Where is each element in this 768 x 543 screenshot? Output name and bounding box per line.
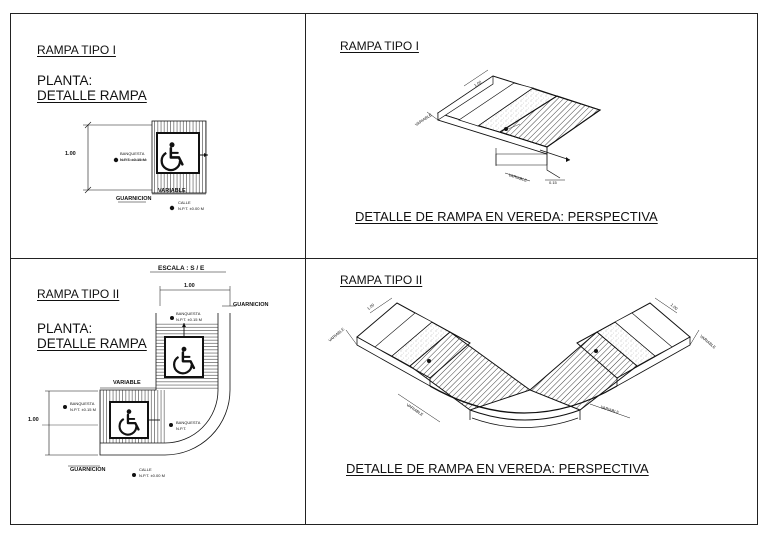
panel-1-banquesta-label: BANQUESTA <box>120 151 145 156</box>
panel-3-banquesta-left-level: N.P.T. ±0.15 M <box>70 407 96 412</box>
panel-2-perspective <box>426 69 602 182</box>
panel-3-banquesta-right-label: BANQUESTA <box>176 420 201 425</box>
panel-4-title: RAMPA TIPO II <box>340 273 423 287</box>
panel-3-banquesta-top-label: BANQUESTA <box>176 311 201 316</box>
panel-3-subtitle-line2: DETALLE RAMPA <box>37 336 147 351</box>
panel-1-banquesta-level: N.P.T. ±0.15 M <box>120 157 146 162</box>
panel-1-subtitle-line1: PLANTA: <box>37 73 93 88</box>
panel-1-title: RAMPA TIPO I <box>37 43 116 57</box>
panel-3-calle-level: N.P.T. ±0.00 M <box>139 473 165 478</box>
panel-4-caption: DETALLE DE RAMPA EN VEREDA: PERSPECTIVA <box>346 461 649 476</box>
panel-3-guarnicion-bottom: GUARNICION <box>70 467 106 473</box>
panel-3-dim-left: 1.00 <box>28 417 39 423</box>
panel-3-banquesta-top-level: N.P.T. ±0.15 M <box>176 317 202 322</box>
panel-1-subtitle-line2: DETALLE RAMPA <box>37 88 147 103</box>
panel-1-dim-height: 1.00 <box>65 151 76 157</box>
panel-2-dim-right: 0.15 <box>549 180 557 185</box>
panel-2-caption: DETALLE DE RAMPA EN VEREDA: PERSPECTIVA <box>355 209 658 224</box>
panel-3-scale-label: ESCALA : S / E <box>158 265 205 272</box>
panel-3-subtitle-line1: PLANTA: <box>37 321 93 336</box>
panel-1-variable-label: VARIABLE <box>158 188 186 194</box>
panel-4-perspective <box>345 297 700 428</box>
panel-1-guarnicion-label: GUARNICION <box>116 196 152 202</box>
panel-3-banquesta-left-label: BANQUESTA <box>70 401 95 406</box>
panel-3-plan <box>42 271 236 477</box>
panel-3-variable-label: VARIABLE <box>113 380 141 386</box>
panel-3-title: RAMPA TIPO II <box>37 287 120 301</box>
panel-2-title: RAMPA TIPO I <box>340 39 419 53</box>
panel-1-calle-level: N.P.T. ±0.00 M <box>178 206 204 211</box>
panel-3-guarnicion-top: GUARNICION <box>233 302 269 308</box>
panel-3-dim-top: 1.00 <box>184 283 195 289</box>
panel-3-calle-label: CALLE <box>139 467 152 472</box>
panel-1-calle-label: CALLE <box>178 200 191 205</box>
panel-1-plan <box>83 120 208 211</box>
panel-3-banquesta-right-level: N.P.T. <box>176 426 187 431</box>
